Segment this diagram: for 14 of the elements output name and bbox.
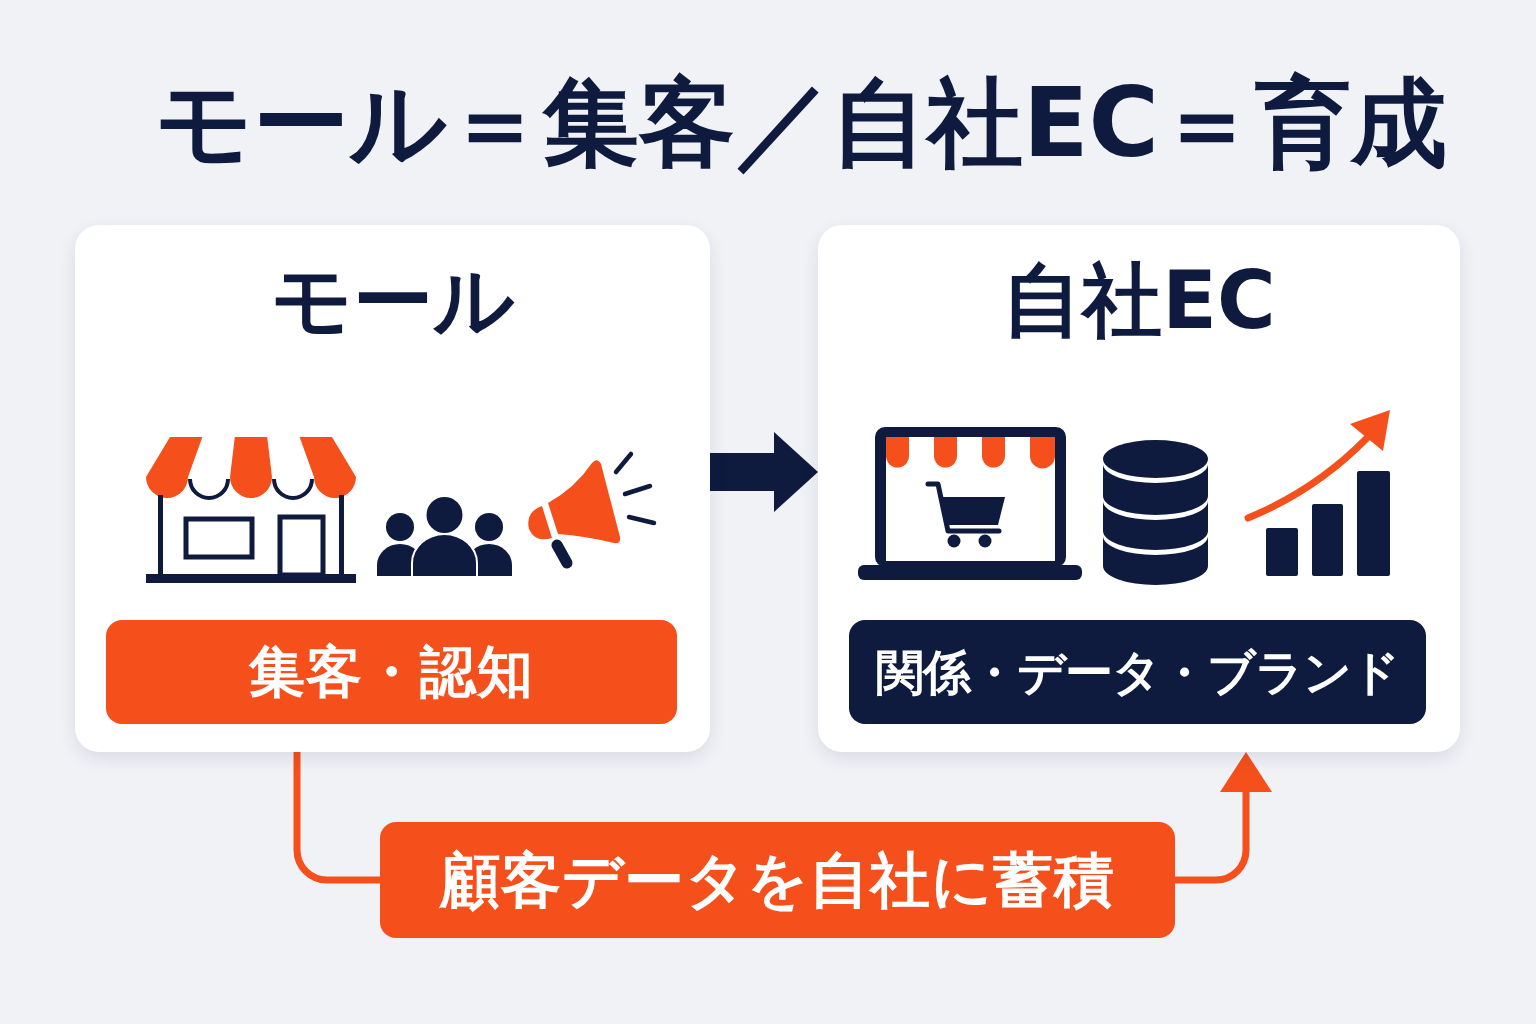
connector-line [293,752,380,884]
panel-card [75,225,710,752]
banner-text: 顧客データを自社に蓄積 [440,847,1115,913]
banner-text: 関係・データ・ブランド [876,645,1399,699]
card-heading: 自社EC [1002,255,1276,347]
connector-arrow [1175,752,1272,884]
highlight-banner [380,822,1175,938]
card-heading: モール [270,255,515,347]
label-banner [106,620,677,724]
page-title: モール＝集客／自社EC＝育成 [155,66,1447,181]
block-arrow [710,432,818,512]
panel-card [818,225,1460,752]
banner-text: 集客・認知 [249,641,534,703]
label-banner [849,620,1426,724]
